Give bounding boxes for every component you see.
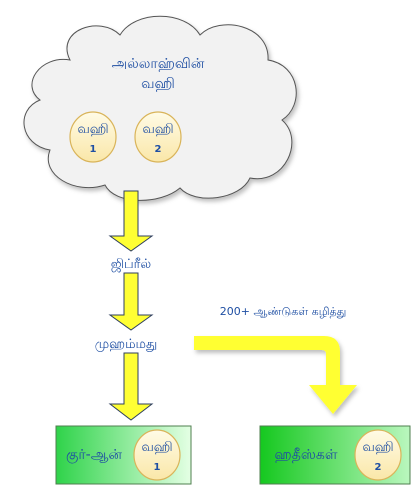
down-arrow-3 — [108, 352, 154, 421]
cloud-shape — [23, 15, 297, 201]
cloud-badge-2-number: 2 — [155, 144, 162, 155]
chain-step-jibreel: ஜிப்ரீல் — [111, 257, 152, 272]
cloud-badge-1: வஹி 1 — [69, 111, 117, 163]
branch-arrow — [194, 336, 357, 414]
cloud-badge-2: வஹி 2 — [134, 111, 182, 163]
hadith-badge-number: 2 — [375, 462, 382, 473]
chain-step-muhammad: முஹம்மது — [95, 337, 158, 352]
cloud-badge-1-label: வஹி — [77, 122, 108, 137]
cloud-title-line2: வஹி — [141, 76, 175, 92]
down-arrow-2 — [108, 272, 154, 331]
hadith-title: ஹதீஸ்கள் — [275, 447, 338, 463]
quran-badge-number: 1 — [154, 462, 161, 473]
branch-note: 200+ ஆண்டுகள் கழித்து — [220, 305, 346, 318]
cloud-badge-2-label: வஹி — [142, 122, 173, 137]
cloud-title-line1: அல்லாஹ்வின் — [112, 56, 205, 72]
hadith-badge — [354, 429, 402, 481]
quran-badge — [133, 429, 181, 481]
quran-badge-label: வஹி — [141, 440, 172, 455]
quran-title: குர்-ஆன் — [66, 447, 122, 464]
cloud-badge-1-number: 1 — [90, 144, 97, 155]
hadith-badge-label: வஹி — [362, 440, 393, 455]
quran-box: குர்-ஆன் வஹி 1 — [55, 425, 192, 485]
down-arrow-1 — [108, 190, 154, 252]
hadith-box: ஹதீஸ்கள் வஹி 2 — [259, 425, 411, 485]
